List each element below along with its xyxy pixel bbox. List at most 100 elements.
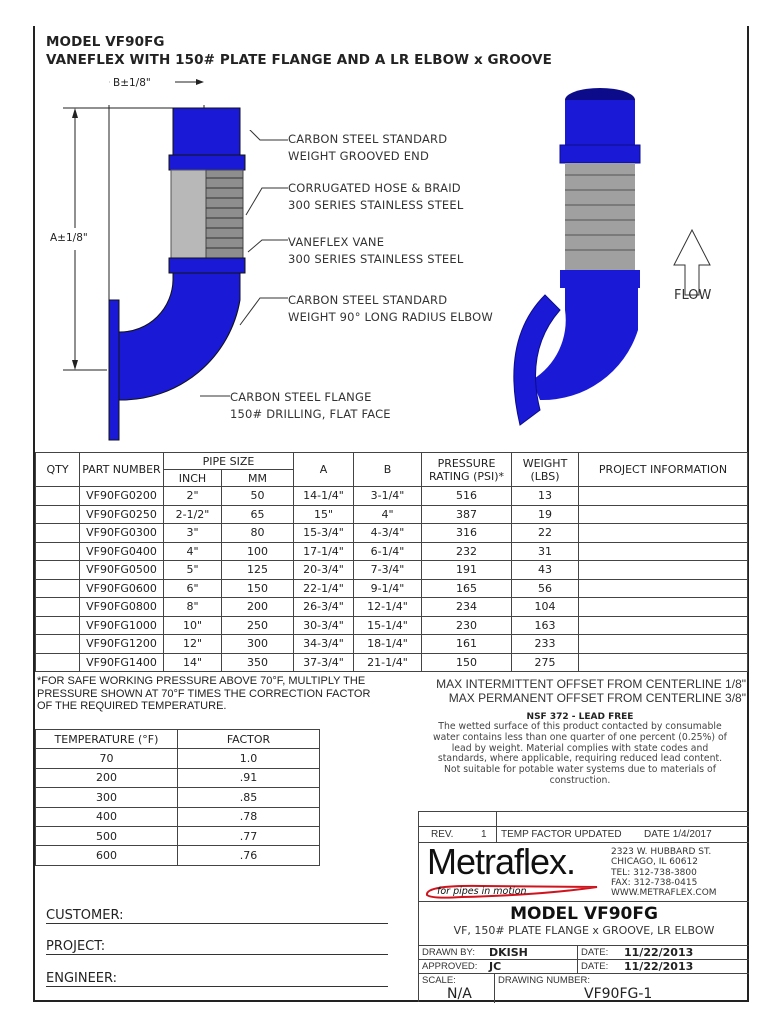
cell-project[interactable] — [578, 560, 748, 580]
cell-project[interactable] — [578, 597, 748, 617]
header-part-number: PART NUMBER — [79, 452, 164, 487]
callout-leaders — [200, 130, 288, 397]
cell-part: VF90FG1400 — [79, 652, 164, 672]
cell-psi: 232 — [421, 541, 512, 561]
cell-project[interactable] — [578, 615, 748, 635]
scale-row: SCALE: N/A DRAWING NUMBER: VF90FG-1 — [422, 974, 653, 1003]
metraflex-logo: Metraflex. — [427, 841, 576, 882]
cell-qty[interactable] — [35, 504, 80, 524]
title-block: REV. 1 TEMP FACTOR UPDATED DATE 1/4/2017… — [418, 811, 749, 1003]
cell-a: 26-3/4" — [293, 597, 354, 617]
cell-part: VF90FG0400 — [79, 541, 164, 561]
model-row: MODEL VF90FG VF, 150# PLATE FLANGE x GRO… — [419, 902, 749, 946]
cell-qty[interactable] — [35, 652, 80, 672]
cell-project[interactable] — [578, 634, 748, 654]
dimension-a: A±1/8" — [50, 232, 88, 244]
cell-project[interactable] — [578, 578, 748, 598]
cell-qty[interactable] — [35, 486, 80, 506]
cell-qty[interactable] — [35, 615, 80, 635]
cell-psi: 150 — [421, 652, 512, 672]
cell-qty[interactable] — [35, 560, 80, 580]
cell-lbs: 13 — [511, 486, 579, 506]
temp-row: 600.76 — [35, 845, 320, 866]
parts-table: QTY PART NUMBER PIPE SIZE A B PRESSURE R… — [35, 452, 748, 672]
cell-b: 6-1/4" — [353, 541, 422, 561]
cell-qty[interactable] — [35, 578, 80, 598]
header-pressure: PRESSURE RATING (PSI)* — [421, 452, 512, 487]
engineer-field[interactable]: ENGINEER: — [46, 971, 388, 987]
header-pipe-size: PIPE SIZE — [163, 452, 294, 470]
cell-a: 15" — [293, 504, 354, 524]
offset-notes: MAX INTERMITTENT OFFSET FROM CENTERLINE … — [436, 677, 746, 705]
cell-project[interactable] — [578, 652, 748, 672]
flow-label: FLOW — [674, 288, 712, 303]
cell-project[interactable] — [578, 541, 748, 561]
rev-blank-row — [419, 812, 749, 827]
cell-b: 21-1/4" — [353, 652, 422, 672]
header-inch: INCH — [163, 469, 222, 487]
model-name: MODEL VF90FG — [510, 904, 658, 924]
cell-temperature: 200 — [35, 767, 178, 789]
cell-temperature: 500 — [35, 825, 178, 847]
cell-mm: 300 — [221, 634, 294, 654]
cell-lbs: 275 — [511, 652, 579, 672]
cell-project[interactable] — [578, 486, 748, 506]
cell-factor: .76 — [177, 845, 320, 866]
cell-factor: .91 — [177, 767, 320, 789]
header-temperature: TEMPERATURE (°F) — [35, 728, 178, 750]
header-mm: MM — [221, 469, 294, 487]
customer-field[interactable]: CUSTOMER: — [46, 908, 388, 924]
cell-b: 4" — [353, 504, 422, 524]
cell-inch: 2-1/2" — [163, 504, 222, 524]
cell-qty[interactable] — [35, 634, 80, 654]
cell-mm: 150 — [221, 578, 294, 598]
cell-temperature: 70 — [35, 748, 178, 769]
cell-a: 30-3/4" — [293, 615, 354, 635]
cell-psi: 234 — [421, 597, 512, 617]
header-weight: WEIGHT (LBS) — [511, 452, 579, 487]
logo-swoosh — [426, 884, 598, 899]
cell-part: VF90FG0250 — [79, 504, 164, 524]
cell-b: 12-1/4" — [353, 597, 422, 617]
cell-lbs: 19 — [511, 504, 579, 524]
cell-mm: 125 — [221, 560, 294, 580]
cell-mm: 65 — [221, 504, 294, 524]
cell-qty[interactable] — [35, 541, 80, 561]
cell-inch: 2" — [163, 486, 222, 506]
cell-lbs: 31 — [511, 541, 579, 561]
cell-b: 4-3/4" — [353, 523, 422, 543]
cell-part: VF90FG0500 — [79, 560, 164, 580]
project-field[interactable]: PROJECT: — [46, 939, 388, 955]
cell-lbs: 56 — [511, 578, 579, 598]
cell-factor: .78 — [177, 806, 320, 827]
cell-lbs: 233 — [511, 634, 579, 654]
cell-inch: 8" — [163, 597, 222, 617]
cell-a: 37-3/4" — [293, 652, 354, 672]
cell-part: VF90FG0200 — [79, 486, 164, 506]
dimension-b: B±1/8" — [110, 77, 154, 89]
cell-b: 15-1/4" — [353, 615, 422, 635]
cell-project[interactable] — [578, 523, 748, 543]
temp-row: 500.77 — [35, 825, 320, 847]
cell-qty[interactable] — [35, 523, 80, 543]
cell-project[interactable] — [578, 504, 748, 524]
model-description: VF, 150# PLATE FLANGE x GROOVE, LR ELBOW — [453, 924, 715, 937]
cell-psi: 516 — [421, 486, 512, 506]
cell-mm: 350 — [221, 652, 294, 672]
cell-temperature: 400 — [35, 806, 178, 827]
cell-mm: 100 — [221, 541, 294, 561]
cell-psi: 387 — [421, 504, 512, 524]
cell-b: 9-1/4" — [353, 578, 422, 598]
logo-tagline: for pipes in motion — [437, 886, 527, 897]
cell-qty[interactable] — [35, 597, 80, 617]
